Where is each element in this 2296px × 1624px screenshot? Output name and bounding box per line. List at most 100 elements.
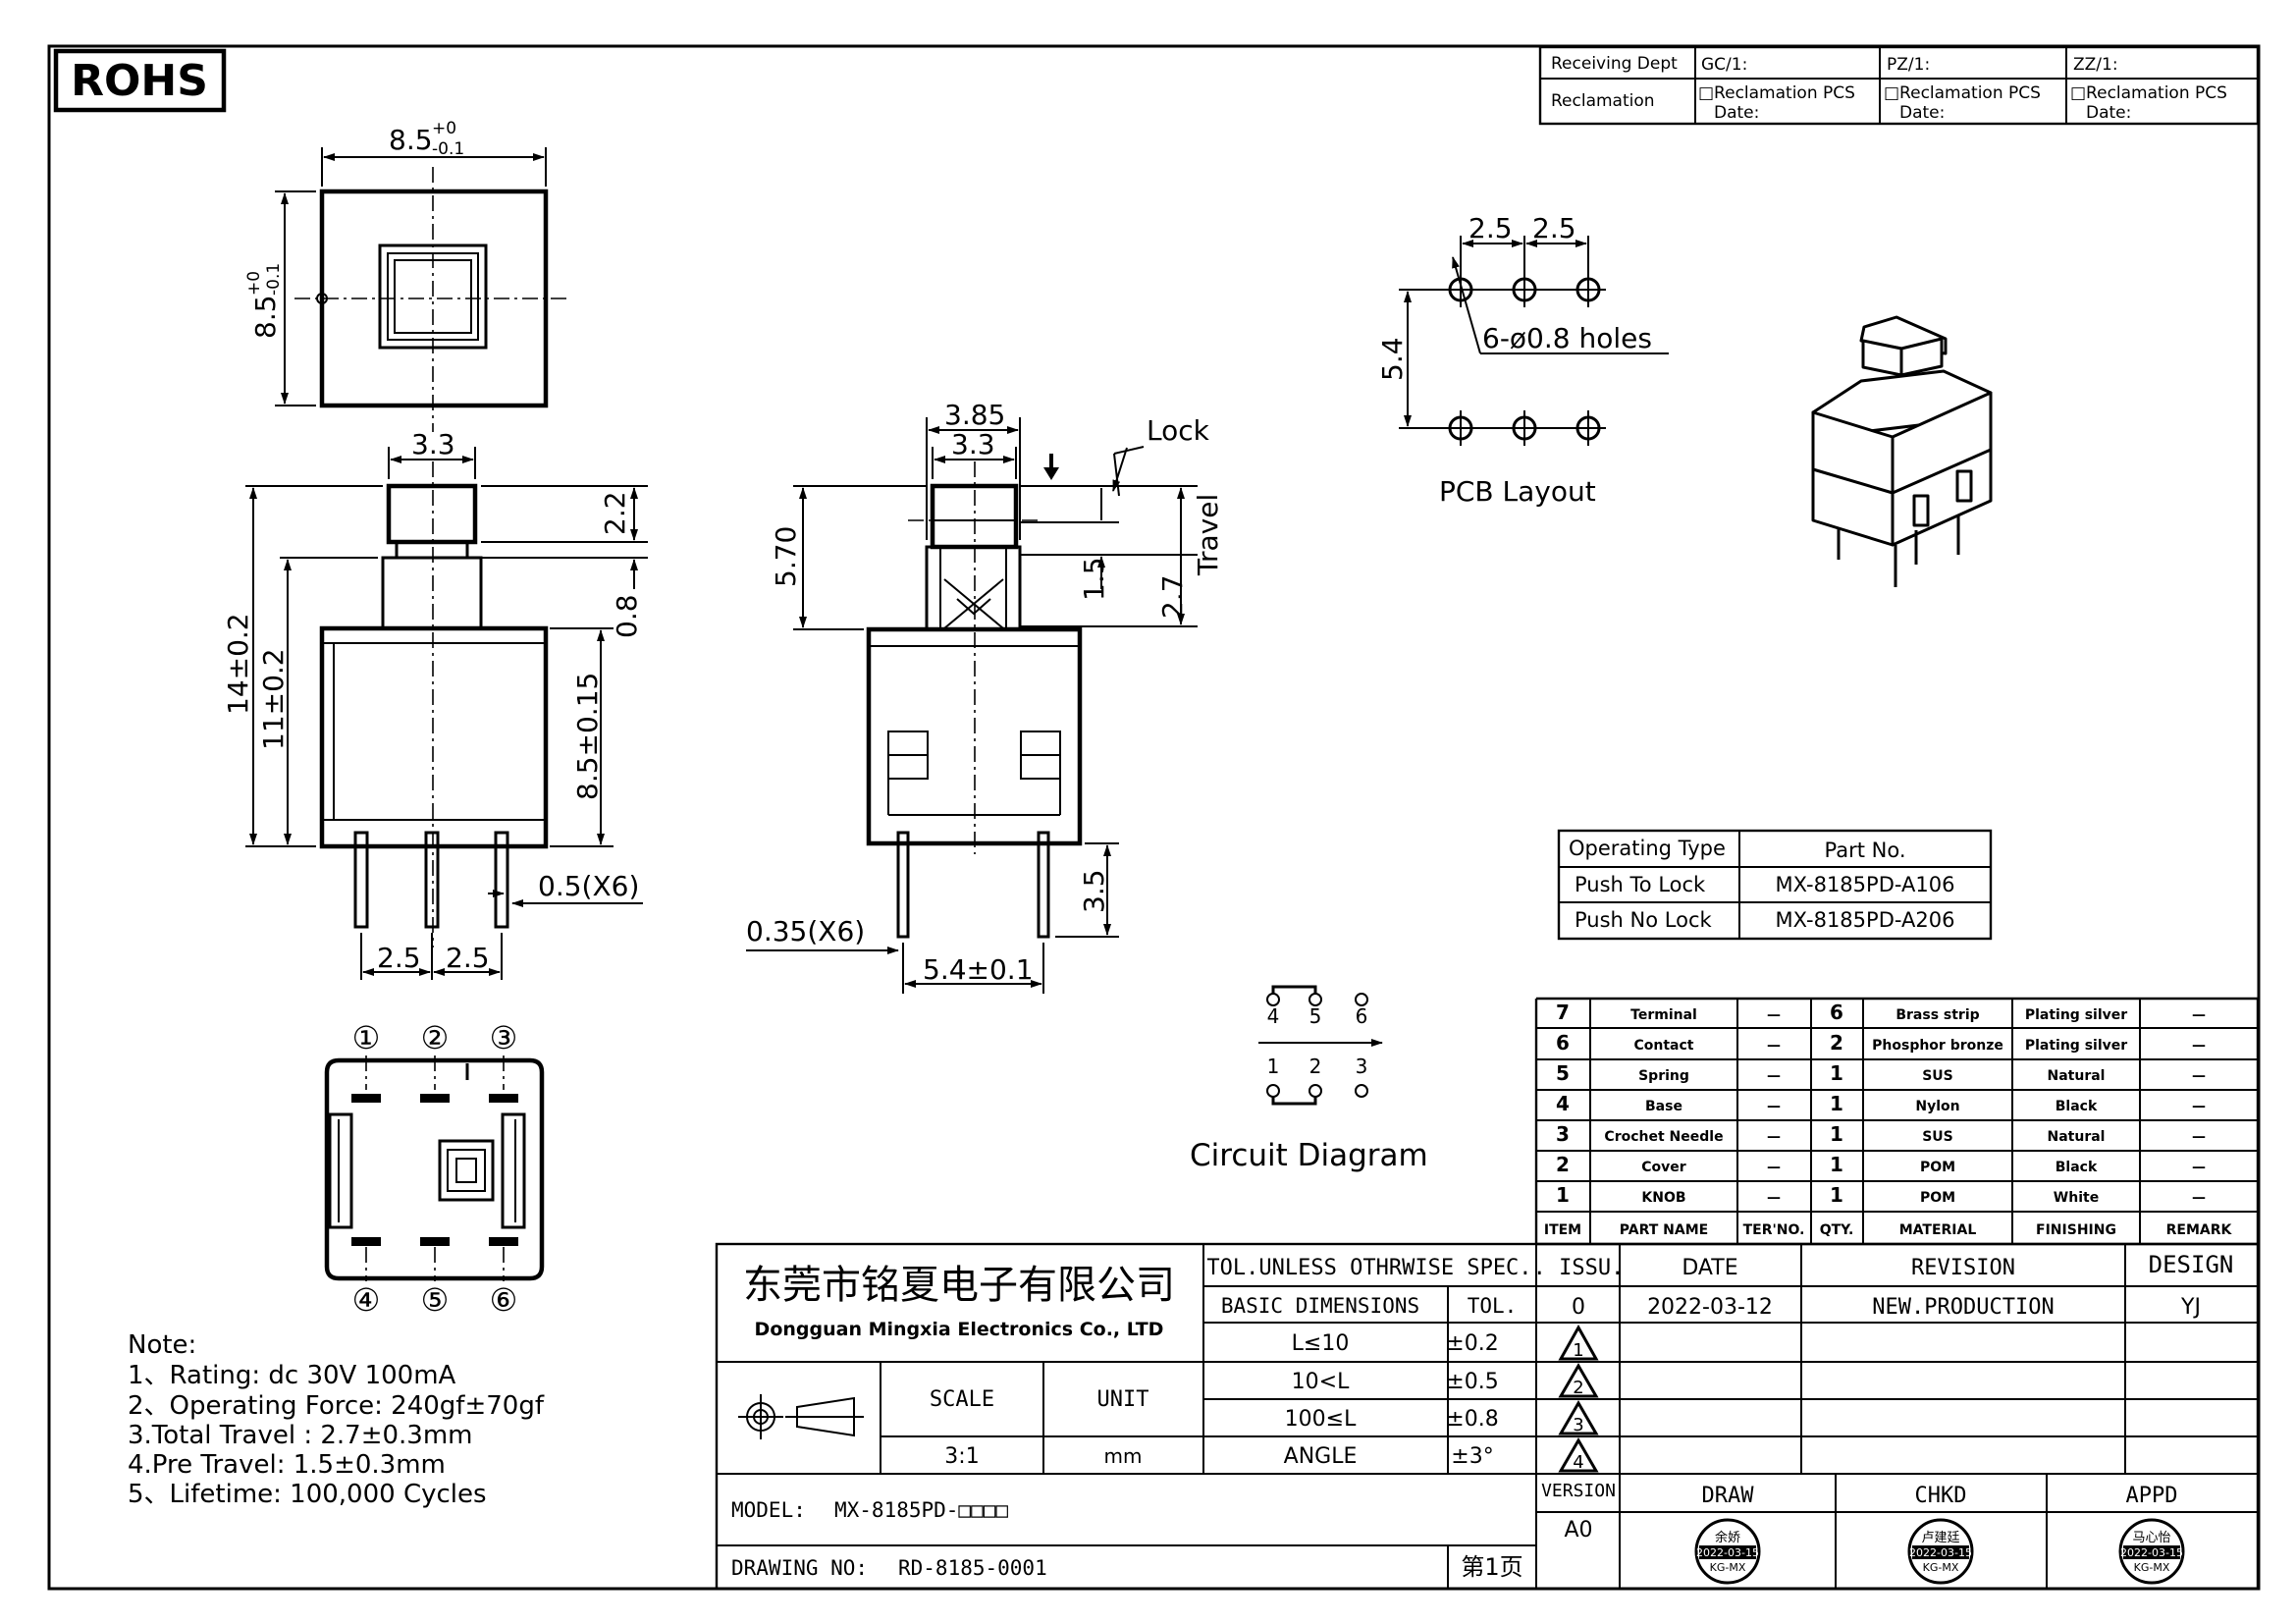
projection-symbol-icon [738,1394,864,1439]
notes: Note: 1、Rating: dc 30V 100mA 2、Operating… [128,1330,545,1509]
bom-row-2-col-3: — [1767,1038,1781,1054]
issue-value: 0 [1572,1295,1585,1320]
bom-row-2-col-1: 6 [1556,1031,1570,1055]
bom-row-3-col-1: 5 [1556,1061,1570,1085]
bottom-view: ① ② ③ ④ ⑤ ⑥ [324,1019,545,1319]
basic-dimensions-label: BASIC DIMENSIONS [1221,1294,1419,1318]
top-width-tol-plus: +0 [432,119,456,138]
circuit-title: Circuit Diagram [1190,1138,1428,1173]
front-travel-dim: 2.7 [1156,574,1189,619]
circuit-label-2: 2 [1309,1055,1322,1078]
bom-header-finishing: FINISHING [2036,1222,2116,1238]
circuit-label-1: 1 [1267,1055,1280,1078]
page-number: 第1页 [1461,1553,1522,1581]
unit-label: UNIT [1097,1387,1149,1412]
side-pin-width-dim: 0.5(X6) [538,870,639,902]
pcb-pitch-b-dim: 2.5 [1532,212,1576,244]
front-travel-label: Travel [1192,494,1224,576]
bom-row-1-col-7: — [2192,1007,2206,1023]
bom-row-4-col-2: Base [1645,1099,1682,1114]
top-width-tol-minus: -0.1 [432,139,464,159]
part-table-header-type: Operating Type [1569,837,1726,860]
company-name-en: Dongguan Mingxia Electronics Co., LTD [755,1319,1164,1340]
bom-row-6-col-4: 1 [1830,1153,1843,1176]
bom-row-3-col-5: SUS [1922,1068,1953,1084]
draw-label: DRAW [1702,1484,1755,1508]
reclamation-pcs-pz: □Reclamation PCS [1884,83,2041,103]
svg-text:2022-03-15: 2022-03-15 [2120,1546,2183,1559]
revision-triangles: 1 2 3 4 [1558,1324,1599,1473]
bom-row-3-col-4: 1 [1830,1061,1843,1085]
top-width-dim: 8.5 [389,124,433,156]
note-1: 1、Rating: dc 30V 100mA [128,1361,456,1390]
design-label: DESIGN [2149,1251,2234,1278]
bom-row-3-col-7: — [2192,1068,2206,1084]
bom-row-6-col-6: Black [2056,1160,2098,1175]
tol-row-1-value: ±0.2 [1446,1331,1498,1356]
tol-label: TOL. [1468,1294,1518,1318]
front-height-dim: 5.70 [770,526,802,587]
note-5: 5、Lifetime: 100,000 Cycles [128,1480,487,1509]
circuit-label-4: 4 [1267,1004,1280,1028]
svg-text:-0.1: -0.1 [264,263,284,296]
bom-row-4-col-1: 4 [1556,1092,1570,1115]
circuit-diagram: 4 5 6 1 2 3 Circuit Diagram [1190,985,1428,1173]
bom-row-7-col-1: 1 [1556,1183,1570,1207]
part-table-row-2-type: Push No Lock [1575,908,1712,932]
part-table-row-1-partno: MX-8185PD-A106 [1776,873,1955,896]
stamp-draw: 余娇 2022-03-15 KG-MX [1694,1518,1761,1585]
svg-text:2022-03-15: 2022-03-15 [1696,1546,1759,1559]
bom-row-7-col-5: POM [1920,1190,1955,1206]
bom-row-7-col-3: — [1767,1190,1781,1206]
bom-row-6-col-3: — [1767,1160,1781,1175]
date-value: 2022-03-12 [1647,1295,1773,1320]
pin-label-1: ① [352,1019,381,1056]
svg-text:ROHS: ROHS [71,56,208,106]
tol-row-3-range: 100≤L [1285,1407,1357,1432]
tol-row-4-range: ANGLE [1284,1444,1358,1469]
top-view: 8.5 +0 -0.1 8.5 +0 -0.1 [244,119,569,432]
bom-row-1-col-5: Brass strip [1896,1007,1979,1023]
svg-text:卢建廷: 卢建廷 [1921,1530,1959,1545]
bom-row-4-col-3: — [1767,1099,1781,1114]
bom-row-2-col-5: Phosphor bronze [1872,1038,2003,1054]
appd-label: APPD [2126,1484,2178,1508]
note-4: 4.Pre Travel: 1.5±0.3mm [128,1450,446,1480]
svg-text:3: 3 [1573,1415,1583,1435]
bom-header-material: MATERIAL [1899,1222,1977,1238]
bom-row-7-col-4: 1 [1830,1183,1843,1207]
front-pin-thickness-dim: 0.35(X6) [746,915,865,947]
pcb-holes-label: 6-ø0.8 holes [1482,322,1652,354]
bom-row-2-col-4: 2 [1830,1031,1843,1055]
side-body-plus-dim: 11±0.2 [257,648,290,750]
stamp-appd: 马心怡 2022-03-15 KG-MX [2118,1518,2185,1585]
svg-text:KG-MX: KG-MX [2134,1561,2170,1574]
svg-text:KG-MX: KG-MX [1923,1561,1959,1574]
front-pin-length-dim: 3.5 [1078,869,1110,913]
isometric-view [1811,315,1993,587]
bom-row-3-col-2: Spring [1638,1068,1689,1084]
scale-value: 3:1 [944,1444,979,1469]
tol-row-1-range: L≤10 [1292,1331,1350,1356]
part-table-header-partno: Part No. [1825,839,1906,862]
version-label: VERSION [1541,1481,1616,1501]
drawing-no-value: RD-8185-0001 [898,1556,1047,1580]
bom-row-2-col-7: — [2192,1038,2206,1054]
notes-title: Note: [128,1330,196,1360]
stamp-chkd: 卢建廷 2022-03-15 KG-MX [1907,1518,1974,1585]
svg-text:KG-MX: KG-MX [1710,1561,1746,1574]
zz-label: ZZ/1: [2073,55,2118,75]
bom-row-6-col-2: Cover [1641,1160,1686,1175]
circuit-label-3: 3 [1356,1055,1368,1078]
date-label: DATE [1682,1256,1737,1280]
bom-row-5-col-6: Natural [2048,1129,2106,1145]
pcb-title: PCB Layout [1439,475,1596,508]
bom-row-2-col-2: Contact [1634,1038,1694,1054]
pcb-pitch-a-dim: 2.5 [1468,212,1513,244]
pin-label-4: ④ [352,1281,381,1319]
reclamation-label: Reclamation [1551,91,1655,111]
pin-label-3: ③ [490,1019,518,1056]
bom-row-3-col-6: Natural [2048,1068,2106,1084]
bom-row-4-col-6: Black [2056,1099,2098,1114]
